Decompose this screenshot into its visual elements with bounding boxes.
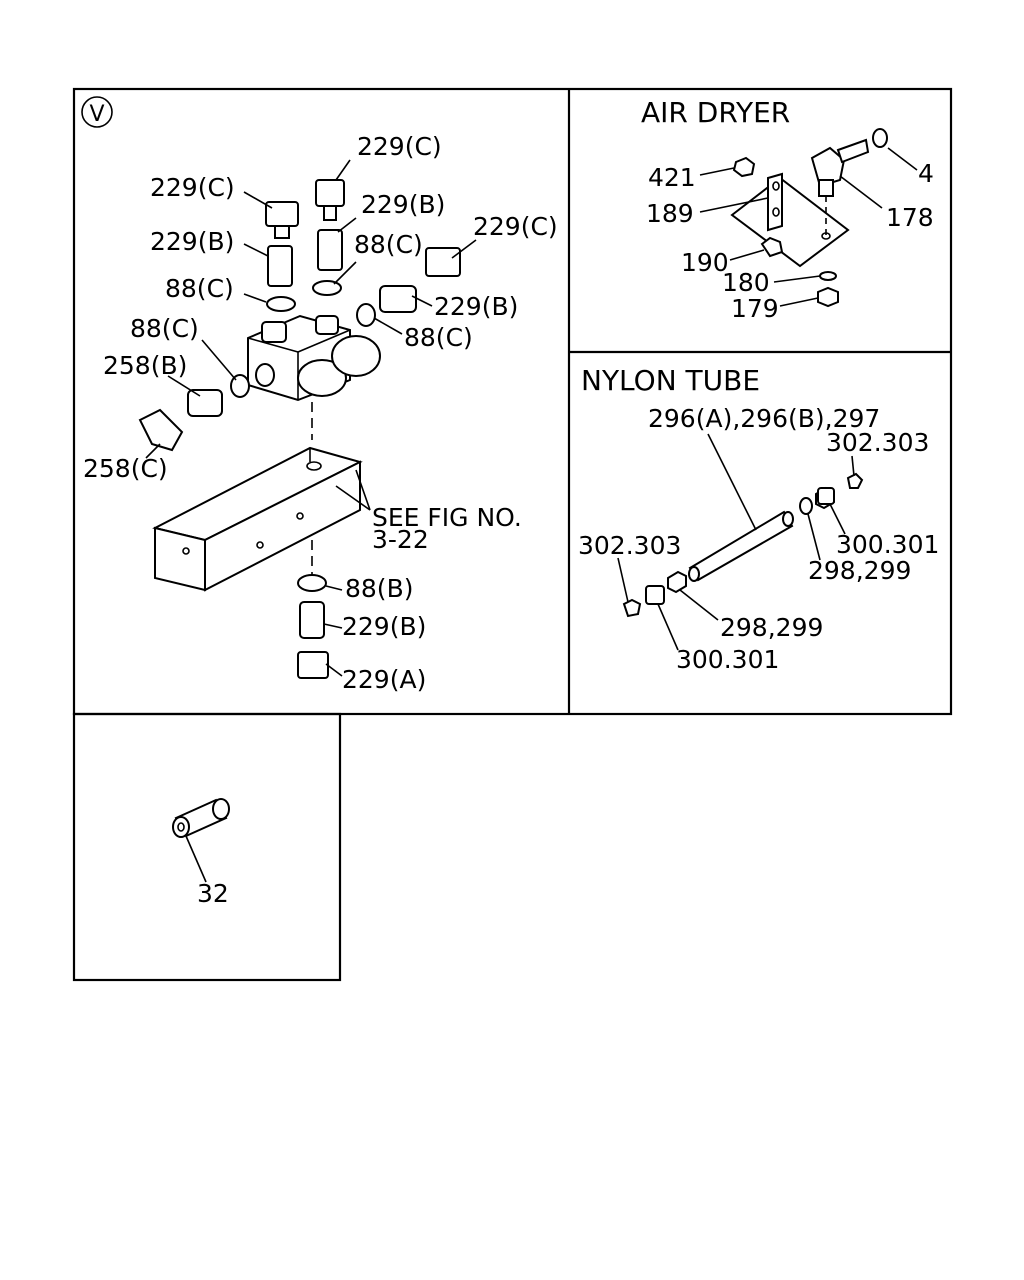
small-panel: 32 — [172, 798, 230, 908]
nylon-tube-labels: 296(A),296(B),297 302.303 302.303 300.30… — [578, 404, 939, 674]
label-88c-upper: 88(C) — [354, 230, 423, 259]
label-298-299-left: 298,299 — [720, 613, 823, 642]
nylon-tube-panel: NYLON TUBE 296(A),296(B),297 302.303 — [578, 364, 939, 674]
label-88c-left: 88(C) — [165, 274, 234, 303]
see-fig-line1: SEE FIG NO. — [372, 503, 522, 532]
mounting-bracket — [152, 446, 363, 592]
label-229c-left: 229(C) — [150, 173, 235, 202]
see-fig-line2: 3-22 — [372, 525, 429, 554]
air-dryer-labels: 4 421 189 178 190 180 179 — [646, 159, 934, 323]
main-labels: 229(C) 229(C) 229(B) 229(B) 88(C) 229(C)… — [83, 132, 558, 694]
label-229a: 229(A) — [342, 665, 426, 694]
label-300-301-left: 300.301 — [676, 645, 779, 674]
label-229c-right: 229(C) — [473, 212, 558, 241]
fittings — [138, 179, 461, 679]
view-marker: V — [89, 102, 104, 127]
label-88b: 88(B) — [345, 574, 413, 603]
label-298-299-right: 298,299 — [808, 556, 911, 585]
label-258b: 258(B) — [103, 351, 187, 380]
label-179: 179 — [731, 294, 779, 323]
label-300-301-right: 300.301 — [836, 530, 939, 559]
spacer-part — [172, 798, 230, 838]
main-leaders — [145, 159, 477, 677]
label-180: 180 — [722, 268, 770, 297]
valve-body — [247, 314, 381, 440]
label-229b-right: 229(B) — [434, 292, 518, 321]
label-32: 32 — [197, 879, 229, 908]
label-190: 190 — [681, 248, 729, 277]
nylon-tube-leaders — [617, 433, 855, 651]
label-302-303-right: 302.303 — [826, 428, 929, 457]
label-88c-right: 88(C) — [404, 323, 473, 352]
label-258c: 258(C) — [83, 454, 168, 483]
main-panel: V — [81, 96, 558, 694]
air-dryer-panel: AIR DRYER 4 4 — [641, 96, 934, 323]
label-4: 4 — [918, 159, 934, 188]
label-88c-mid: 88(C) — [130, 314, 199, 343]
view-marker-circle — [81, 96, 113, 128]
panel-frames — [72, 87, 953, 982]
label-296-297: 296(A),296(B),297 — [648, 404, 880, 433]
leader-32 — [185, 835, 207, 883]
label-229b-bottom: 229(B) — [342, 612, 426, 641]
label-421: 421 — [648, 163, 696, 192]
label-189: 189 — [646, 199, 694, 228]
label-229c-top: 229(C) — [357, 132, 442, 161]
label-229b-upper-right: 229(B) — [361, 190, 445, 219]
nylon-tube-title: NYLON TUBE — [581, 364, 760, 397]
label-178: 178 — [886, 203, 934, 232]
air-dryer-title: AIR DRYER — [641, 96, 790, 129]
label-229b-left: 229(B) — [150, 227, 234, 256]
air-dryer-leaders — [699, 147, 918, 307]
label-302-303-left: 302.303 — [578, 531, 681, 560]
